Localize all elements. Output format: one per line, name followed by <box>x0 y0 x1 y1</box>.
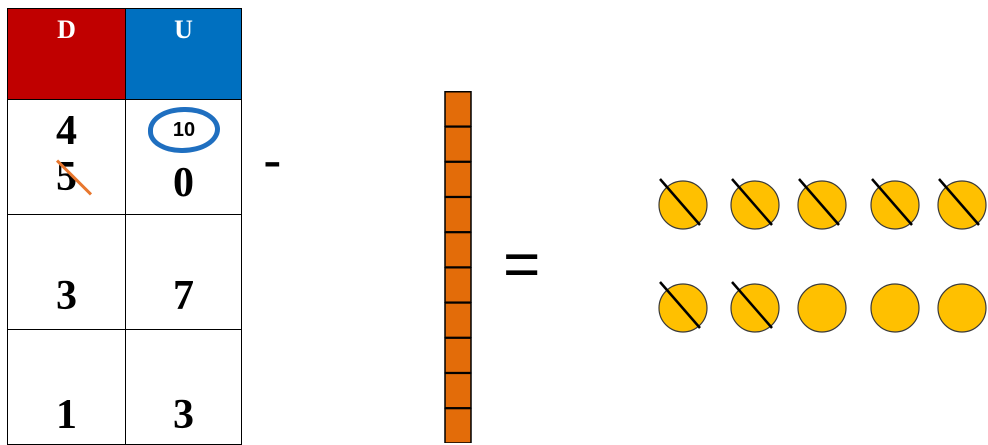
cross-out-line <box>659 281 701 329</box>
rod-unit-cube <box>444 126 472 163</box>
header-units: U <box>125 8 242 100</box>
rod-unit-cube <box>444 196 472 233</box>
counter <box>870 283 920 333</box>
borrowed-tens-digit: 4 <box>56 108 77 154</box>
header-tens: D <box>7 8 126 100</box>
cell-row1-tens: 4 5 <box>7 99 126 215</box>
cross-out-line <box>731 178 773 226</box>
cross-out-line <box>871 178 913 226</box>
cell-row2-units: 7 <box>125 214 242 330</box>
borrow-value: 10 <box>172 119 196 141</box>
counter-crossed-out <box>937 178 987 230</box>
units-digit-row3: 3 <box>173 392 194 438</box>
counter-crossed-out <box>797 178 847 230</box>
counter-crossed-out <box>870 178 920 230</box>
counter-crossed-out <box>658 178 708 230</box>
rod-unit-cube <box>444 231 472 268</box>
equals-sign: = <box>503 228 541 300</box>
rod-unit-cube <box>444 302 472 339</box>
counter <box>797 283 847 333</box>
units-digit-row2: 7 <box>173 273 194 319</box>
tens-digit-row3: 1 <box>56 392 77 438</box>
minus-sign: - <box>263 128 282 191</box>
cell-row3-tens: 1 <box>7 329 126 445</box>
cross-out-line <box>731 281 773 329</box>
cross-out-line <box>659 178 701 226</box>
cross-out-line <box>938 178 980 226</box>
counter-crossed-out <box>658 281 708 333</box>
borrow-circle <box>148 107 220 153</box>
tens-digit-row2: 3 <box>56 273 77 319</box>
original-tens-digit-wrap: 5 <box>8 156 125 198</box>
rod-unit-cube <box>444 372 472 409</box>
counter-crossed-out <box>730 281 780 333</box>
rod-unit-cube <box>444 91 472 127</box>
cross-out-line <box>798 178 840 226</box>
units-digit-row1: 0 <box>173 160 194 206</box>
counter <box>937 283 987 333</box>
tens-rod <box>444 91 472 443</box>
cell-row1-units: 10 0 <box>125 99 242 215</box>
rod-unit-cube <box>444 337 472 374</box>
rod-unit-cube <box>444 161 472 198</box>
counter-crossed-out <box>730 178 780 230</box>
rod-unit-cube <box>444 407 472 443</box>
cell-row2-tens: 3 <box>7 214 126 330</box>
rod-unit-cube <box>444 267 472 303</box>
original-tens-digit: 5 <box>55 156 93 198</box>
place-value-table: D U 4 5 10 0 3 7 1 3 <box>7 8 242 445</box>
cell-row3-units: 3 <box>125 329 242 445</box>
